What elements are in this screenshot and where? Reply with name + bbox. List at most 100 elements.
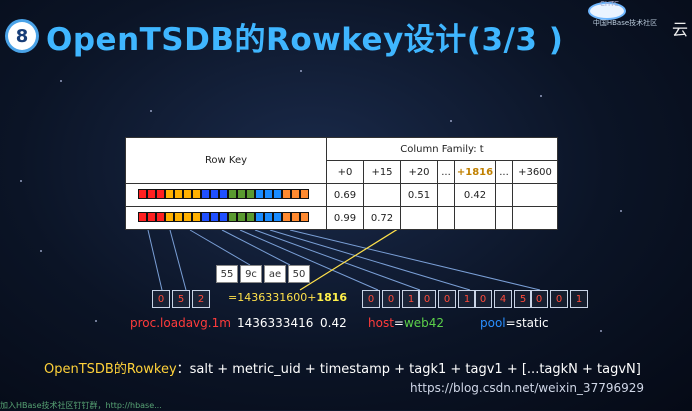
source-credit: https://blog.csdn.net/weixin_37796929 <box>410 381 644 395</box>
rowkey-strip <box>138 189 309 199</box>
metric-bytes: 0 5 2 <box>152 290 212 308</box>
formula-body: ：salt + metric_uid + timestamp + tagk1 +… <box>177 362 641 377</box>
rowkey-formula: OpenTSDB的Rowkey：salt + metric_uid + time… <box>44 358 641 377</box>
rowkey-byte-segment <box>165 212 174 222</box>
rowkey-byte-segment <box>156 189 165 199</box>
tag1-value: web42 <box>404 316 444 330</box>
value-cell <box>496 207 513 230</box>
rowkey-byte-segment <box>300 212 309 222</box>
rowkey-byte-segment <box>147 189 156 199</box>
rowkey-byte-segment <box>192 189 201 199</box>
sample-timestamp: 1436333416 <box>237 316 313 330</box>
tagv2-bytes: 0 0 1 <box>530 290 590 308</box>
sample-value: 0.42 <box>320 316 347 330</box>
rowkey-byte-segment <box>255 212 264 222</box>
rowkey-byte-segment <box>138 212 147 222</box>
base-timestamp: =1436331600+ <box>228 291 316 304</box>
byte-box: 0 <box>474 290 492 308</box>
rowkey-byte-segment <box>201 189 210 199</box>
byte-box: 5 <box>172 290 190 308</box>
tag1-key: host <box>368 316 394 330</box>
byte-box: 55 <box>216 265 238 283</box>
base-timestamp-text: =1436331600+1816 <box>228 291 347 304</box>
rowkey-byte-segment <box>282 212 291 222</box>
value-cell <box>364 184 401 207</box>
rowkey-byte-segment <box>255 189 264 199</box>
rowkey-byte-segment <box>228 212 237 222</box>
timestamp-bytes: 55 9c ae 50 <box>216 265 312 283</box>
value-cell <box>513 207 558 230</box>
rowkey-byte-segment <box>246 189 255 199</box>
rowkey-byte-segment <box>147 212 156 222</box>
tagk1-bytes: 0 0 1 <box>362 290 422 308</box>
tag2-key: pool <box>480 316 506 330</box>
qualifier-cell: ... <box>496 161 513 184</box>
byte-box: ae <box>264 265 286 283</box>
rowkey-byte-segment <box>264 189 273 199</box>
rowkey-byte-segment <box>165 189 174 199</box>
value-cell <box>438 184 455 207</box>
byte-box: 0 <box>530 290 548 308</box>
rowkey-byte-segment <box>219 212 228 222</box>
column-family-header: Column Family: t <box>327 138 558 161</box>
byte-box: 0 <box>550 290 568 308</box>
byte-box: 0 <box>382 290 400 308</box>
tagk2-bytes: 0 4 5 <box>474 290 534 308</box>
value-cell <box>455 207 496 230</box>
value-cell: 0.42 <box>455 184 496 207</box>
qualifier-cell: +15 <box>364 161 401 184</box>
sample-metric: proc.loadavg.1m <box>130 316 231 330</box>
byte-box: 0 <box>418 290 436 308</box>
value-cell: 0.99 <box>327 207 364 230</box>
rowkey-byte-segment <box>174 189 183 199</box>
rowkey-byte-segment <box>237 212 246 222</box>
rowkey-strip <box>138 212 309 222</box>
rowkey-byte-segment <box>174 212 183 222</box>
rowkey-byte-segment <box>156 212 165 222</box>
value-cell <box>513 184 558 207</box>
rowkey-byte-segment <box>210 212 219 222</box>
byte-box: 2 <box>192 290 210 308</box>
rowkey-byte-segment <box>291 189 300 199</box>
sample-tag2: pool=static <box>480 316 549 330</box>
value-cell: 0.69 <box>327 184 364 207</box>
value-cell: 0.72 <box>364 207 401 230</box>
tag-eq: = <box>394 316 404 330</box>
rowkey-strip-cell <box>126 207 327 230</box>
tagv1-bytes: 0 0 1 <box>418 290 478 308</box>
tag-eq: = <box>506 316 516 330</box>
rowkey-header: Row Key <box>126 138 327 184</box>
rowkey-byte-segment <box>201 212 210 222</box>
sample-tag1: host=web42 <box>368 316 444 330</box>
rowkey-byte-segment <box>300 189 309 199</box>
byte-box: 4 <box>494 290 512 308</box>
value-cell <box>401 207 438 230</box>
qualifier-cell: ... <box>438 161 455 184</box>
rowkey-byte-segment <box>138 189 147 199</box>
byte-box: 50 <box>288 265 310 283</box>
qualifier-cell: +3600 <box>513 161 558 184</box>
rowkey-byte-segment <box>183 212 192 222</box>
byte-box: 0 <box>362 290 380 308</box>
rowkey-byte-segment <box>228 189 237 199</box>
rowkey-table: Row Key Column Family: t +0 +15 +20 ... … <box>125 137 558 230</box>
byte-box: 0 <box>152 290 170 308</box>
byte-box: 9c <box>240 265 262 283</box>
byte-box: 1 <box>570 290 588 308</box>
value-cell <box>496 184 513 207</box>
formula-label: OpenTSDB的Rowkey <box>44 362 177 377</box>
table-row: 0.99 0.72 <box>126 207 558 230</box>
rowkey-byte-segment <box>282 189 291 199</box>
offset-value: 1816 <box>316 291 347 304</box>
byte-box: 0 <box>438 290 456 308</box>
table-row: 0.69 0.51 0.42 <box>126 184 558 207</box>
rowkey-byte-segment <box>273 212 282 222</box>
rowkey-byte-segment <box>210 189 219 199</box>
rowkey-byte-segment <box>192 212 201 222</box>
qualifier-cell: +20 <box>401 161 438 184</box>
rowkey-strip-cell <box>126 184 327 207</box>
rowkey-byte-segment <box>264 212 273 222</box>
rowkey-byte-segment <box>291 212 300 222</box>
value-cell: 0.51 <box>401 184 438 207</box>
rowkey-byte-segment <box>246 212 255 222</box>
